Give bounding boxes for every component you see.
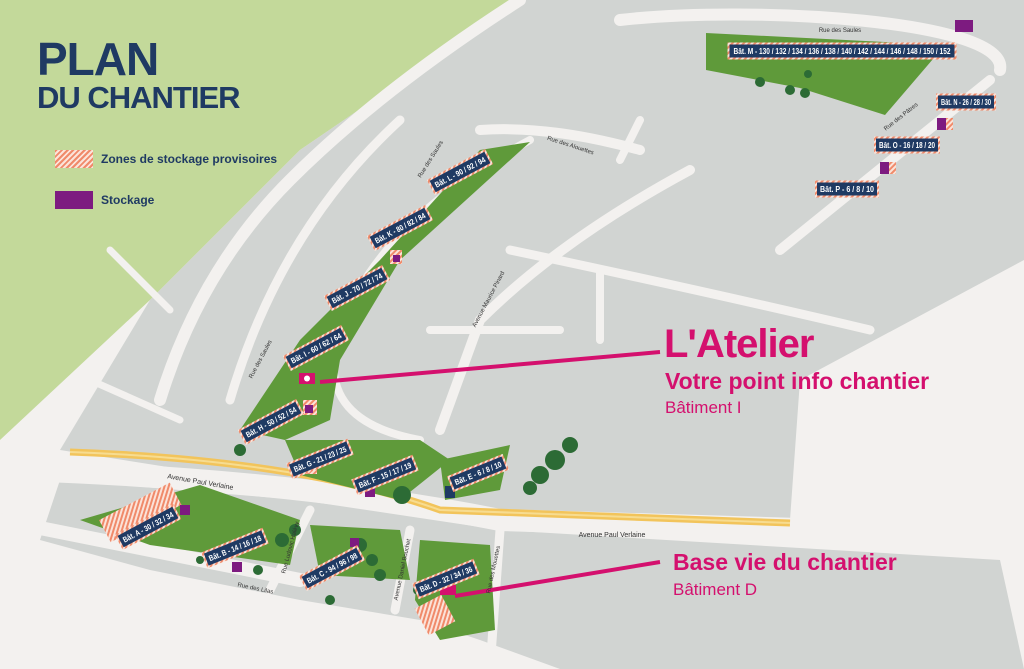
- building-label-text: Bât. P - 6 / 8 / 10: [820, 185, 874, 194]
- building-label-text: Bât. O - 16 / 18 / 20: [879, 141, 935, 150]
- park-area: [0, 0, 520, 440]
- atelier-leader-line: [319, 350, 661, 384]
- building-label-o: Bât. O - 16 / 18 / 20: [874, 136, 940, 154]
- atelier-subtitle: Votre point info chantier: [665, 368, 930, 394]
- building-label-n: Bât. N - 26 / 28 / 30: [936, 93, 996, 111]
- page-title: PLAN: [37, 33, 159, 85]
- base-vie-building: Bâtiment D: [673, 580, 758, 599]
- page-subtitle: DU CHANTIER: [37, 80, 241, 115]
- legend-label: Zones de stockage provisoires: [101, 152, 278, 166]
- base-vie-title: Base vie du chantier: [673, 549, 897, 575]
- legend-item-storage: Stockage: [55, 191, 154, 209]
- building-label-p: Bât. P - 6 / 8 / 10: [815, 180, 879, 198]
- street-label: Rue des Saules: [819, 28, 861, 34]
- building-label-m: Bât. M - 130 / 132 / 134 / 136 / 138 / 1…: [727, 42, 957, 60]
- street-label: Avenue Paul Verlaine: [579, 532, 646, 539]
- purple-swatch-icon: [55, 191, 93, 209]
- hatch-swatch-icon: [55, 150, 93, 168]
- building-label-text: Bât. M - 130 / 132 / 134 / 136 / 138 / 1…: [734, 47, 951, 56]
- building-label-text: Bât. N - 26 / 28 / 30: [941, 98, 991, 107]
- legend-label: Stockage: [101, 193, 155, 207]
- base-vie-leader-line: [454, 560, 661, 598]
- atelier-title: L'Atelier: [664, 322, 814, 366]
- legend-item-temporary-storage: Zones de stockage provisoires: [55, 150, 277, 168]
- atelier-building: Bâtiment I: [665, 398, 742, 417]
